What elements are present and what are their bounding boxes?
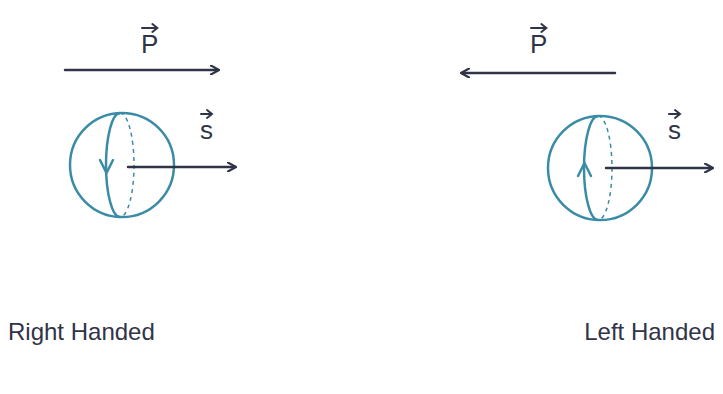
- momentum-arrow: [65, 69, 218, 72]
- spin-arrow: [128, 166, 235, 169]
- handedness-label: Right Handed: [8, 318, 155, 346]
- momentum-arrow: [462, 72, 615, 75]
- momentum-label: P: [141, 30, 158, 60]
- handedness-label: Left Handed: [584, 318, 715, 346]
- particle-sphere: [70, 113, 174, 217]
- spin-arrow: [606, 167, 712, 170]
- momentum-label: P: [530, 30, 547, 60]
- spin-label: s: [668, 116, 681, 146]
- spin-label: s: [200, 116, 213, 146]
